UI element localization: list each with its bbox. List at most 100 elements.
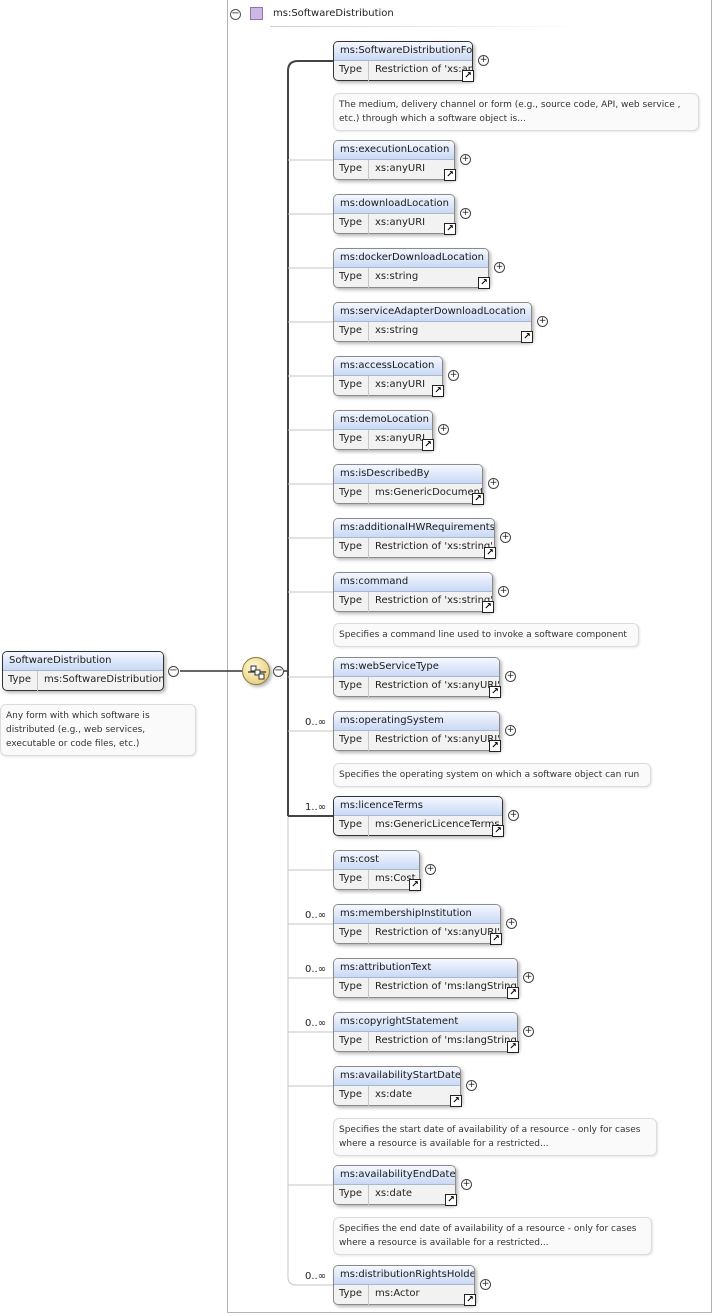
expand-element-icon[interactable]: + <box>478 55 489 66</box>
sequence-compositor-icon[interactable] <box>242 657 270 685</box>
compositor-collapse-icon[interactable]: − <box>273 665 284 677</box>
type-reference-icon[interactable]: ↗ <box>409 879 421 891</box>
type-reference-icon[interactable]: ↗ <box>445 1194 457 1206</box>
expand-element-icon[interactable]: + <box>460 208 471 219</box>
type-header: − ms:SoftwareDistribution <box>230 4 700 27</box>
root-collapse-icon[interactable]: − <box>168 665 179 677</box>
type-reference-icon[interactable]: ↗ <box>444 223 456 235</box>
element-name: ms:cost <box>334 851 419 870</box>
element-type-label: Type <box>334 268 369 288</box>
type-reference-icon[interactable]: ↗ <box>489 740 501 752</box>
type-reference-icon[interactable]: ↗ <box>484 547 496 559</box>
type-reference-icon[interactable]: ↗ <box>490 933 502 945</box>
root-type-value: ms:SoftwareDistribution <box>44 674 163 685</box>
type-reference-icon[interactable]: ↗ <box>507 987 519 999</box>
type-reference-icon[interactable]: ↗ <box>432 385 444 397</box>
element-type-value: xs:anyURI <box>375 433 426 444</box>
expand-element-icon[interactable]: + <box>488 478 499 489</box>
type-reference-icon[interactable]: ↗ <box>489 686 501 698</box>
type-reference-icon[interactable]: ↗ <box>422 439 434 451</box>
type-reference-icon[interactable]: ↗ <box>462 70 474 82</box>
expand-element-icon[interactable]: + <box>466 1080 477 1091</box>
element-type-label: Type <box>334 484 369 504</box>
type-reference-icon[interactable]: ↗ <box>464 1294 476 1306</box>
type-reference-icon[interactable]: ↗ <box>521 331 533 343</box>
expand-element-icon[interactable]: + <box>523 972 534 983</box>
occurrence-label: 0..∞ <box>305 964 327 975</box>
expand-element-icon[interactable]: + <box>438 424 449 435</box>
expand-element-icon[interactable]: + <box>508 810 519 821</box>
expand-element-icon[interactable]: + <box>448 370 459 381</box>
element-type-value: Restriction of 'xs:anyURI' <box>375 927 500 938</box>
expand-element-icon[interactable]: + <box>537 316 548 327</box>
element-name: ms:distributionRightsHolder <box>334 1266 474 1285</box>
element-type-label: Type <box>334 677 369 697</box>
type-reference-icon[interactable]: ↗ <box>450 1095 462 1107</box>
expand-element-icon[interactable]: + <box>494 262 505 273</box>
type-reference-icon[interactable]: ↗ <box>478 277 490 289</box>
header-collapse-icon[interactable]: − <box>230 8 241 20</box>
element-type-label: Type <box>334 592 369 612</box>
root-type-row: Type ms:SoftwareDistribution <box>3 671 163 691</box>
type-reference-icon[interactable]: ↗ <box>507 1041 519 1053</box>
expand-element-icon[interactable]: + <box>498 586 509 597</box>
type-reference-icon[interactable]: ↗ <box>472 493 484 505</box>
element-type-label: Type <box>334 61 369 81</box>
element-type-value: Restriction of 'ms:langString' <box>375 1035 517 1046</box>
element-name: ms:availabilityStartDate <box>334 1067 460 1086</box>
element-description: Specifies a command line used to invoke … <box>333 623 639 647</box>
element-type-value: xs:anyURI <box>375 217 426 228</box>
element-type-label: Type <box>334 978 369 998</box>
expand-element-icon[interactable]: + <box>461 1179 472 1190</box>
type-reference-icon[interactable]: ↗ <box>444 169 456 181</box>
element-type-value: Restriction of 'xs:string' <box>375 595 492 606</box>
expand-element-icon[interactable]: + <box>460 154 471 165</box>
expand-element-icon[interactable]: + <box>505 725 516 736</box>
occurrence-label: 0..∞ <box>305 1018 327 1029</box>
complex-type-icon <box>250 7 263 20</box>
expand-element-icon[interactable]: + <box>506 918 517 929</box>
element-name: ms:attributionText <box>334 959 517 978</box>
element-type-label: Type <box>334 731 369 751</box>
expand-element-icon[interactable]: + <box>480 1279 491 1290</box>
type-reference-icon[interactable]: ↗ <box>492 825 504 837</box>
element-type-value: Restriction of 'ms:langString' <box>375 981 517 992</box>
root-element-node[interactable]: SoftwareDistribution Type ms:SoftwareDis… <box>2 651 164 691</box>
expand-element-icon[interactable]: + <box>505 671 516 682</box>
element-type-value: xs:date <box>375 1188 413 1199</box>
element-name: ms:serviceAdapterDownloadLocation <box>334 303 531 322</box>
expand-element-icon[interactable]: + <box>500 532 511 543</box>
element-type-value: xs:string <box>375 325 419 336</box>
element-name: ms:licenceTerms <box>334 797 502 816</box>
expand-element-icon[interactable]: + <box>425 864 436 875</box>
expand-element-icon[interactable]: + <box>523 1026 534 1037</box>
type-reference-icon[interactable]: ↗ <box>482 601 494 613</box>
element-type-value: ms:GenericLicenceTerms <box>375 819 500 830</box>
